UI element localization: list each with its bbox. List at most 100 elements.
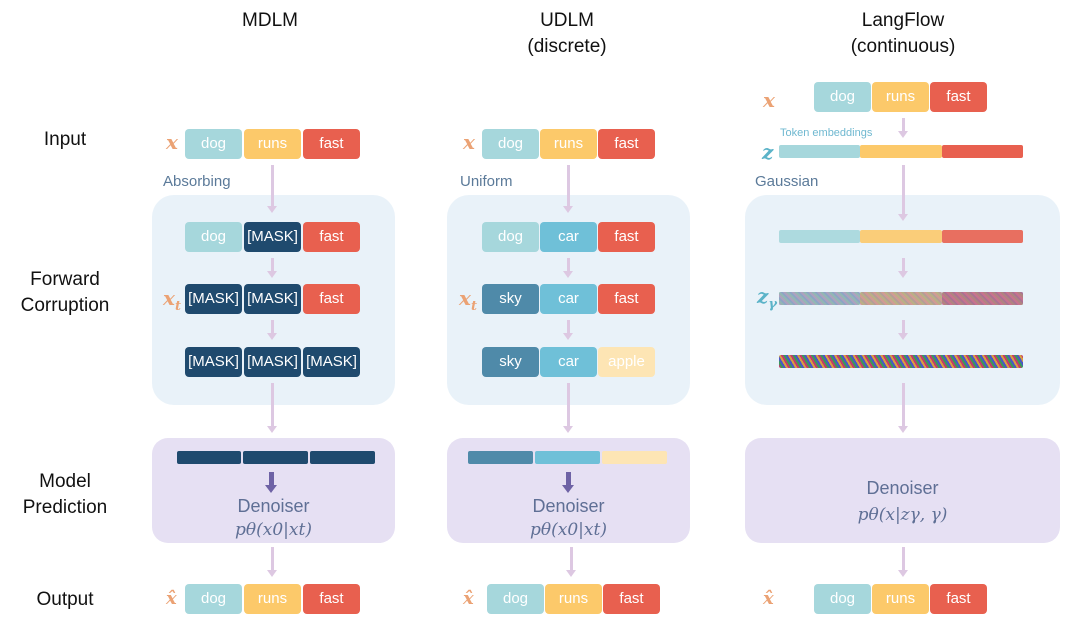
arrow-down-icon (898, 258, 908, 278)
row-label-corruption: Corruption (20, 295, 110, 316)
token: dog (185, 129, 242, 159)
token: car (540, 347, 597, 377)
arrow-down-icon (267, 547, 277, 577)
arrow-down-icon (898, 165, 908, 221)
arrow-down-icon (265, 472, 277, 493)
row-label-input: Input (43, 129, 87, 150)
noise-label-uniform: Uniform (460, 173, 513, 190)
token: fast (930, 584, 987, 614)
noisy-bar (860, 292, 942, 305)
row-label-model: Model (39, 471, 91, 492)
arrow-down-icon (898, 118, 908, 138)
token: dog (185, 584, 242, 614)
token: fast (598, 222, 655, 252)
denoiser-formula: pθ(x0|xt) (530, 520, 607, 540)
token: car (540, 284, 597, 314)
title-mdlm: MDLM (242, 10, 298, 31)
arrow-down-icon (566, 547, 576, 577)
token: sky (482, 347, 539, 377)
token-mask: [MASK] (303, 347, 360, 377)
token: apple (598, 347, 655, 377)
subtitle-udlm: (discrete) (527, 36, 607, 57)
token-mask: [MASK] (185, 284, 242, 314)
arrow-down-icon (898, 320, 908, 340)
prediction-bar (177, 451, 241, 464)
token: runs (545, 584, 602, 614)
noisy-bar (779, 292, 860, 305)
title-udlm: UDLM (540, 10, 594, 31)
prediction-bar (602, 451, 667, 464)
row-label-forward: Forward (30, 269, 100, 290)
x-variable: x (763, 88, 775, 112)
arrow-down-icon (267, 320, 277, 340)
token: dog (814, 584, 871, 614)
denoiser-formula: pθ(x|zγ, γ) (857, 505, 948, 525)
noisy-bar (942, 292, 1023, 305)
arrow-down-icon (267, 258, 277, 278)
token: runs (872, 584, 929, 614)
token: runs (244, 129, 301, 159)
token: runs (244, 584, 301, 614)
row-label-prediction: Prediction (22, 497, 108, 518)
token: fast (303, 129, 360, 159)
embedding-bar (779, 230, 860, 243)
xt-variable: xt (459, 286, 477, 314)
token: fast (303, 584, 360, 614)
denoiser-label: Denoiser (532, 496, 605, 516)
arrow-down-icon (898, 547, 908, 577)
z-gamma-variable: zγ (757, 284, 777, 312)
prediction-bar (468, 451, 533, 464)
arrow-down-icon (563, 165, 573, 213)
x-hat-variable: x̂ (166, 588, 177, 609)
token: fast (603, 584, 660, 614)
token: dog (482, 129, 539, 159)
x-variable: x (463, 130, 475, 154)
embedding-bar (860, 230, 942, 243)
embedding-bar (779, 145, 860, 158)
x-hat-variable: x̂ (463, 588, 474, 609)
embedding-bar (860, 145, 942, 158)
pure-noise-bar (779, 355, 1023, 368)
token-embeddings-label: Token embeddings (780, 127, 873, 139)
subtitle-langflow: (continuous) (850, 36, 956, 57)
token: dog (185, 222, 242, 252)
token: fast (598, 284, 655, 314)
noise-label-absorbing: Absorbing (163, 173, 231, 190)
token-mask: [MASK] (244, 284, 301, 314)
arrow-down-icon (563, 383, 573, 433)
embedding-bar (942, 230, 1023, 243)
row-label-output: Output (36, 589, 94, 610)
denoiser-formula: pθ(x0|xt) (235, 520, 312, 540)
token: dog (482, 222, 539, 252)
prediction-bar (243, 451, 308, 464)
token: fast (303, 284, 360, 314)
token-mask: [MASK] (244, 222, 301, 252)
langflow-model-box (745, 438, 1060, 543)
arrow-down-icon (562, 472, 574, 493)
noise-label-gaussian: Gaussian (755, 173, 819, 190)
x-hat-variable: x̂ (763, 588, 774, 609)
token: runs (872, 82, 929, 112)
token: dog (814, 82, 871, 112)
arrow-down-icon (898, 383, 908, 433)
arrow-down-icon (563, 320, 573, 340)
token: dog (487, 584, 544, 614)
prediction-bar (310, 451, 375, 464)
token: fast (598, 129, 655, 159)
token: runs (540, 129, 597, 159)
token: fast (930, 82, 987, 112)
arrow-down-icon (563, 258, 573, 278)
token-mask: [MASK] (185, 347, 242, 377)
token: sky (482, 284, 539, 314)
z-variable: z (762, 140, 774, 164)
token: car (540, 222, 597, 252)
x-variable: x (166, 130, 178, 154)
token: fast (303, 222, 360, 252)
xt-variable: xt (163, 286, 181, 314)
arrow-down-icon (267, 383, 277, 433)
token-mask: [MASK] (244, 347, 301, 377)
denoiser-label: Denoiser (237, 496, 310, 516)
embedding-bar (942, 145, 1023, 158)
title-langflow: LangFlow (861, 10, 945, 31)
